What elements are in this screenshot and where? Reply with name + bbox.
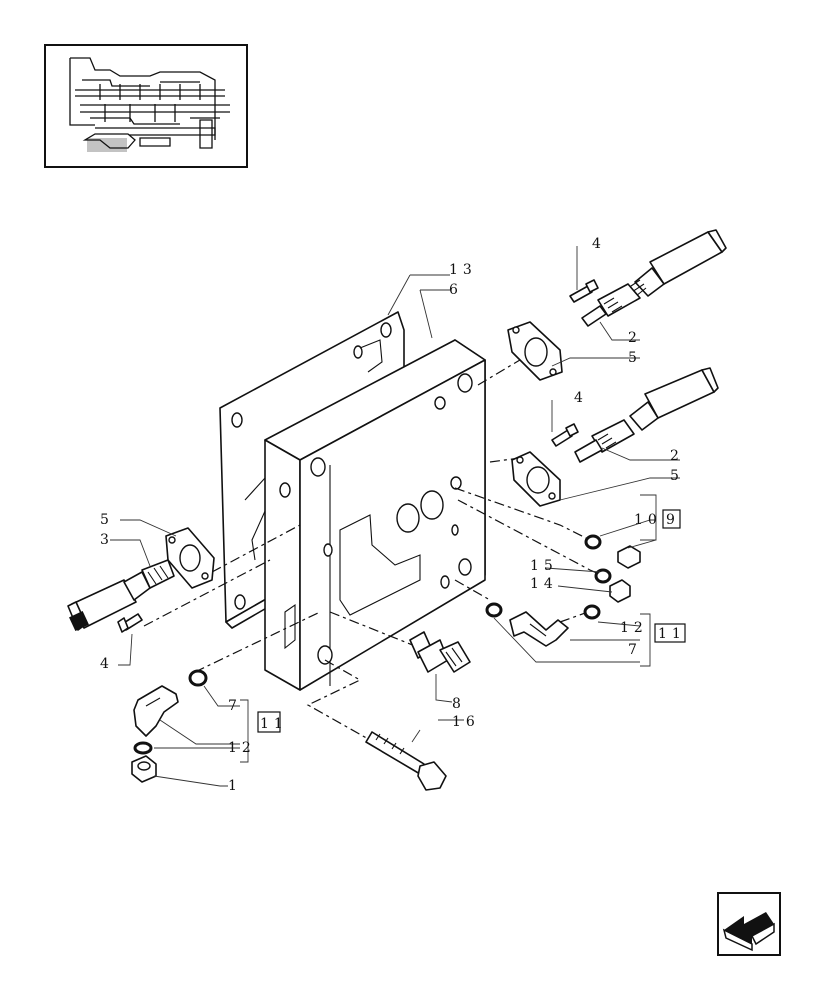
callout-4-mid: 4 — [574, 390, 588, 406]
callout-12-left: 12 — [228, 740, 256, 756]
callout-16: 16 — [452, 714, 480, 730]
screw-4-mid — [551, 423, 579, 447]
o-ring-7-left — [188, 669, 208, 687]
plug-14 — [609, 579, 631, 603]
callout-2-top: 2 — [628, 330, 642, 346]
flange-gasket-left — [165, 527, 215, 589]
callout-1: 1 — [228, 778, 242, 794]
callout-8: 8 — [452, 696, 466, 712]
reference-box-11-right — [654, 623, 686, 643]
screw-4-top — [569, 279, 599, 303]
solenoid-valve-left — [67, 559, 175, 631]
callout-14: 14 — [530, 576, 558, 592]
o-ring-12-right — [583, 604, 601, 620]
flange-gasket-top — [507, 321, 563, 381]
o-ring-12-left — [133, 741, 153, 755]
solenoid-valve-top — [581, 229, 727, 327]
elbow-fitting-right — [509, 611, 569, 647]
callout-3-left: 3 — [100, 532, 114, 548]
sensor-8 — [409, 631, 471, 673]
assembly-axes — [143, 344, 609, 741]
plug-10 — [617, 545, 641, 569]
callout-10: 10 — [634, 512, 662, 528]
callout-7-left: 7 — [228, 698, 242, 714]
callout-13: 13 — [449, 262, 477, 278]
o-ring-15 — [594, 568, 612, 584]
o-ring-7-right — [485, 602, 503, 618]
screw-4-left — [117, 613, 143, 633]
reference-box-11-left — [257, 711, 281, 733]
callout-9: 9 — [666, 512, 680, 528]
callout-6: 6 — [449, 282, 463, 298]
callout-7-right: 7 — [628, 642, 642, 658]
callout-4-left: 4 — [100, 656, 114, 672]
callout-2-mid: 2 — [670, 448, 684, 464]
callout-4-top: 4 — [592, 236, 606, 252]
elbow-fitting-left — [133, 685, 179, 737]
nut-1 — [131, 755, 157, 783]
callout-11-right: 11 — [658, 626, 686, 642]
arrow-left-down-icon — [722, 912, 775, 952]
assembly-thumbnail — [44, 44, 248, 168]
reference-box-9 — [662, 509, 681, 529]
callout-15: 15 — [530, 558, 558, 574]
o-ring-10 — [584, 534, 602, 550]
previous-page-button[interactable] — [717, 892, 781, 956]
bolt-16 — [365, 731, 447, 791]
flange-gasket-mid — [511, 451, 561, 507]
callout-5-top: 5 — [628, 350, 642, 366]
solenoid-valve-mid — [574, 367, 719, 463]
valve-body-6 — [264, 339, 486, 691]
callout-5-left: 5 — [100, 512, 114, 528]
callout-11-left: 11 — [260, 716, 288, 732]
callout-5-mid: 5 — [670, 468, 684, 484]
leader-lines — [110, 246, 680, 787]
callout-12-right: 12 — [620, 620, 648, 636]
